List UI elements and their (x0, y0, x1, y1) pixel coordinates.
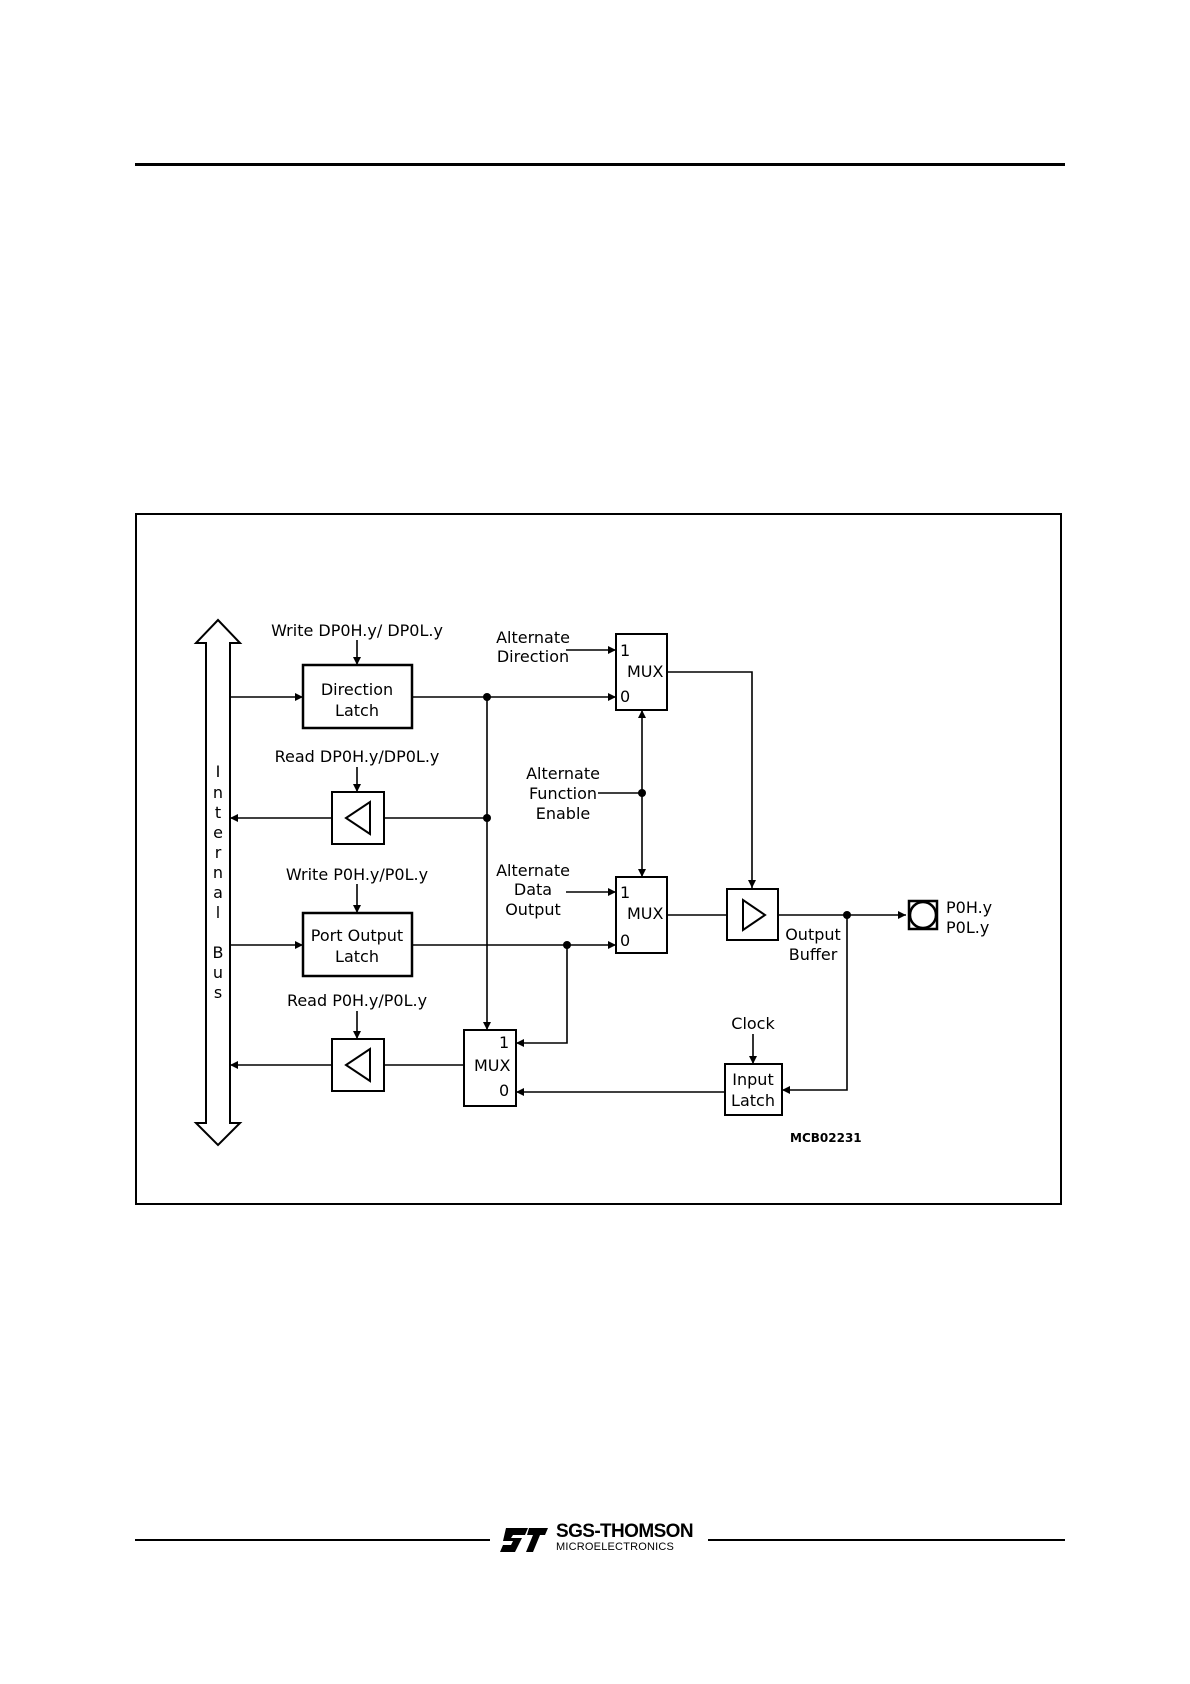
write-dp-label: Write DP0H.y/ DP0L.y (271, 621, 443, 640)
read-p-label: Read P0H.y/P0L.y (287, 991, 427, 1010)
footer-rule-right (708, 1539, 1065, 1541)
read-mux-label: MUX (474, 1056, 511, 1075)
pin-label-1: P0H.y (946, 898, 992, 917)
svg-text:r: r (215, 843, 222, 862)
port-output-latch-label-2: Latch (335, 947, 379, 966)
port-output-latch-label-1: Port Output (311, 926, 403, 945)
svg-text:e: e (213, 823, 223, 842)
svg-text:I: I (216, 762, 221, 781)
logo-subtitle: MICROELECTRONICS (556, 1541, 675, 1553)
direction-latch-label-2: Latch (335, 701, 379, 720)
header-rule (135, 163, 1065, 166)
pin-to-input-latch (782, 915, 848, 1094)
output-buffer (726, 888, 779, 941)
port-output-latch (301, 911, 414, 978)
st-logo-icon (500, 1528, 548, 1552)
output-buffer-label-2: Buffer (789, 945, 838, 964)
read-mux-in0: 0 (499, 1081, 509, 1100)
internal-bus-arrow (193, 618, 243, 1147)
alt-direction-label-1: Alternate (496, 628, 570, 647)
svg-text:l: l (216, 903, 220, 922)
internal-bus-label: I n t e r n a l B u s (213, 762, 224, 1002)
data-mux-in0: 0 (620, 931, 630, 950)
svg-text:s: s (214, 983, 222, 1002)
alt-fn-enable-label-1: Alternate (526, 764, 600, 783)
alt-direction-label-2: Direction (497, 647, 569, 666)
write-p-label: Write P0H.y/P0L.y (286, 865, 428, 884)
direction-mux (615, 633, 668, 711)
alt-data-label-2: Data (514, 880, 552, 899)
logo-name: SGS-THOMSON (556, 1521, 694, 1542)
input-latch-label-1: Input (732, 1070, 773, 1089)
direction-mux-in0: 0 (620, 687, 630, 706)
read-mux-in1: 1 (499, 1033, 509, 1052)
svg-text:B: B (213, 943, 224, 962)
pin-label-2: P0L.y (946, 918, 989, 937)
output-buffer-icon (742, 898, 767, 932)
read-mux (463, 1029, 517, 1107)
input-latch-label-2: Latch (731, 1091, 775, 1110)
footer-rule-left (135, 1539, 490, 1541)
alt-fn-enable-label-2: Function (529, 784, 597, 803)
alt-fn-enable-label-3: Enable (536, 804, 591, 823)
svg-text:a: a (213, 883, 223, 902)
data-mux (615, 876, 668, 954)
svg-text:t: t (215, 803, 221, 822)
svg-text:u: u (213, 963, 223, 982)
direction-mux-label: MUX (627, 662, 664, 681)
direction-latch-label-1: Direction (321, 680, 393, 699)
alt-data-label-1: Alternate (496, 861, 570, 880)
read-dp-buffer-icon (344, 800, 371, 836)
data-mux-label: MUX (627, 904, 664, 923)
direction-mux-in1: 1 (620, 641, 630, 660)
output-buffer-label-1: Output (785, 925, 841, 944)
alt-data-label-3: Output (505, 900, 561, 919)
direction-mux-to-buffer (667, 671, 756, 888)
sgs-thomson-logo: SGS-THOMSON MICROELECTRONICS (498, 1521, 704, 1558)
read-p-buffer (331, 1038, 385, 1092)
figure-code: MCB02231 (790, 1131, 862, 1145)
port-pin-circle (908, 900, 938, 930)
read-dp-label: Read DP0H.y/DP0L.y (275, 747, 440, 766)
port-latch-to-read-mux (516, 945, 568, 1047)
svg-text:n: n (213, 863, 223, 882)
svg-text:n: n (213, 783, 223, 802)
read-dp-buffer (331, 791, 385, 845)
read-p-buffer-icon (344, 1047, 371, 1083)
clock-label: Clock (731, 1014, 775, 1033)
data-mux-in1: 1 (620, 883, 630, 902)
figure-frame (135, 513, 1062, 1205)
